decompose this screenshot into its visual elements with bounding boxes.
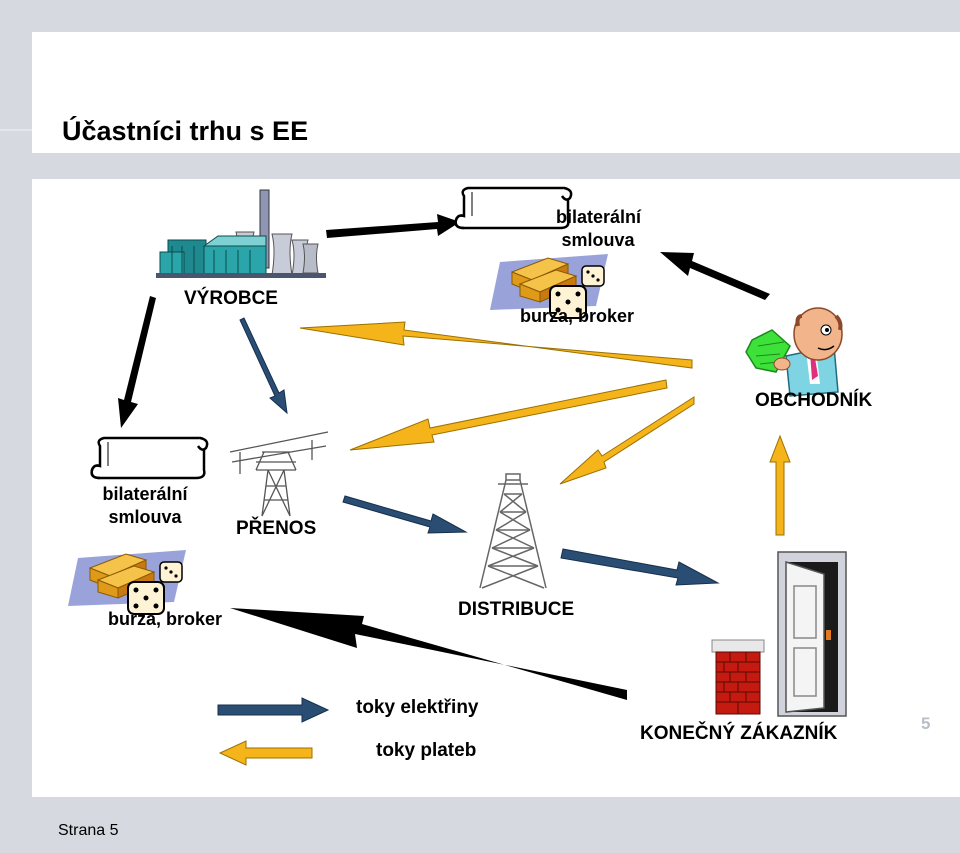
- arrow-transmission-to-distribution: [342, 495, 468, 534]
- electricity-flow-arrows: [239, 317, 720, 586]
- customer-label: KONEČNÝ ZÁKAZNÍK: [640, 723, 838, 744]
- contract-left-line2: smlouva: [108, 506, 182, 527]
- transmission-label: PŘENOS: [236, 518, 317, 539]
- arrow-customer-to-trader: [769, 434, 791, 536]
- arrow-producer-to-left-contract: [118, 296, 156, 428]
- page-label: Strana 5: [58, 822, 119, 839]
- legend-electricity-label: toky elektřiny: [356, 697, 479, 718]
- producer-label: VÝROBCE: [184, 288, 278, 309]
- exchange-top-label: burza, broker: [520, 306, 635, 326]
- contract-top-line2: smlouva: [561, 229, 635, 250]
- legend-payment-arrow: [218, 740, 313, 766]
- title-rule: [0, 129, 32, 131]
- arrow-trader-to-transmission: [349, 379, 668, 451]
- payment-flow-arrows: [299, 321, 791, 536]
- power-plant-icon: [156, 189, 326, 278]
- legend-payment-label: toky plateb: [376, 740, 477, 761]
- contract-scroll-icon: [454, 186, 573, 230]
- transmission-tower-icon: [229, 431, 329, 517]
- brick-wall-icon: [711, 639, 765, 715]
- door-icon: [777, 551, 847, 717]
- contract-left-line1: bilaterální: [102, 484, 188, 504]
- arrow-producer-to-contract: [326, 214, 460, 238]
- contract-top-label: bilaterální smlouva: [556, 206, 642, 251]
- legend-electricity-arrow: [217, 697, 330, 723]
- contract-top-line1: bilaterální: [556, 207, 642, 227]
- arrow-trader-to-distribution: [559, 396, 695, 485]
- arrow-trader-to-contract: [660, 252, 770, 300]
- title-band: [32, 153, 960, 179]
- arrow-producer-to-transmission: [239, 317, 288, 415]
- gold-dice-icon-left: [67, 549, 187, 615]
- arrow-trader-to-producer: [299, 321, 693, 369]
- arrow-customer-to-exchange: [230, 608, 627, 700]
- distribution-label: DISTRIBUCE: [458, 599, 575, 620]
- contract-flow-arrows: [118, 214, 770, 700]
- contract-scroll-icon-left: [90, 436, 209, 480]
- distribution-tower-icon: [479, 473, 547, 589]
- slide-number: 5: [921, 714, 931, 733]
- slide-title: Účastníci trhu s EE: [62, 116, 309, 146]
- trader-icon: [745, 307, 843, 397]
- trader-label: OBCHODNÍK: [755, 390, 873, 411]
- exchange-left-label: burza, broker: [108, 609, 223, 629]
- contract-left-label: bilaterální smlouva: [90, 483, 200, 528]
- arrow-distribution-to-customer: [560, 548, 720, 586]
